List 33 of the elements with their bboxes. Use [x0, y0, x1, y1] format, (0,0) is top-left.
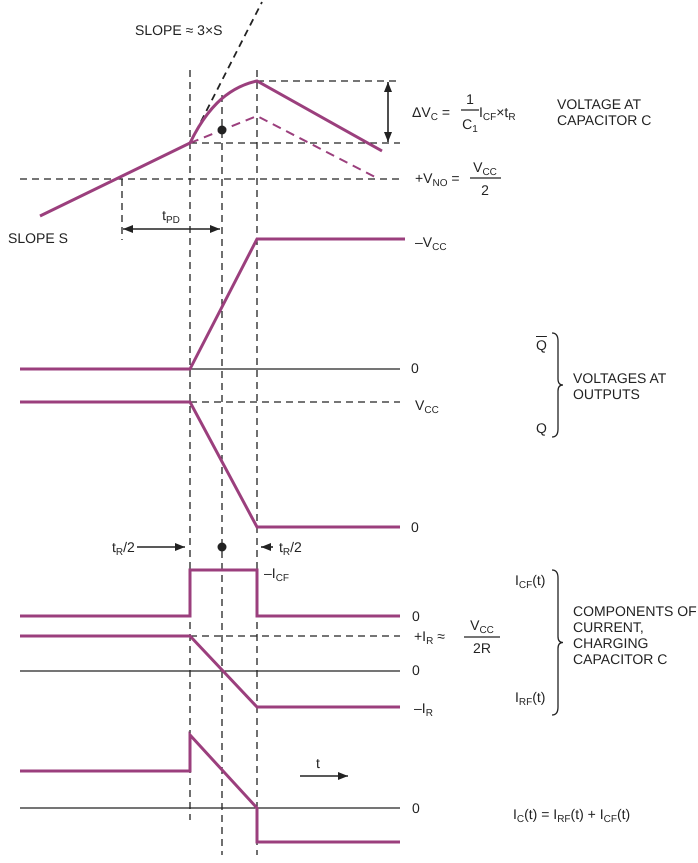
formula-text: +V$_{NO}$ =	[415, 170, 460, 186]
formula-text: C$_{1}$	[462, 116, 478, 132]
level-label: 0	[411, 519, 419, 535]
waveform-title: COMPONENTS OF CURRENT, CHARGING CAPACITOR C	[573, 603, 698, 667]
formula-text: ΔV$_{C}$ =	[412, 104, 450, 120]
dimension-label: t$_{R}$/2	[112, 539, 135, 555]
level-label: 0	[412, 608, 420, 624]
level-label: 0	[411, 360, 419, 376]
formula-text: V$_{CC}$	[470, 617, 494, 633]
signal-name: I$_{CF}$(t)	[515, 572, 546, 588]
formula-text: I$_{CF}$×t$_{R}$	[479, 104, 516, 120]
formula-text: V$_{CC}$	[473, 159, 497, 175]
axis-label: t	[316, 755, 320, 771]
signal-name: I$_{RF}$(t)	[515, 689, 546, 705]
level-label: –V$_{CC}$	[415, 234, 447, 250]
level-label: –I$_{R}$	[414, 700, 433, 716]
slope-label: SLOPE S	[8, 230, 68, 246]
signal-name: Q	[536, 420, 547, 436]
formula-text: +I$_{R}$ ≈	[414, 628, 445, 644]
dimension-label: t$_{PD}$	[162, 207, 180, 223]
level-label: V$_{CC}$	[415, 397, 439, 413]
formula-text: I$_{C}$(t) = I$_{RF}$(t) + I$_{CF}$(t)	[513, 806, 630, 822]
formula-text: 2	[481, 182, 489, 198]
waveform-title: VOLTAGES AT OUTPUTS	[573, 370, 668, 402]
dimension-label: t$_{R}$/2	[279, 539, 302, 555]
formula-text: 2R	[473, 640, 491, 656]
level-label: 0	[412, 800, 420, 816]
signal-name: Q	[536, 337, 547, 353]
level-label: 0	[412, 662, 420, 678]
formula-text: 1	[466, 91, 474, 107]
level-label: –I$_{CF}$	[264, 565, 290, 581]
waveform-title: VOLTAGE AT CAPACITOR C	[557, 96, 652, 128]
slope-label: SLOPE ≈ 3×S	[135, 22, 222, 38]
